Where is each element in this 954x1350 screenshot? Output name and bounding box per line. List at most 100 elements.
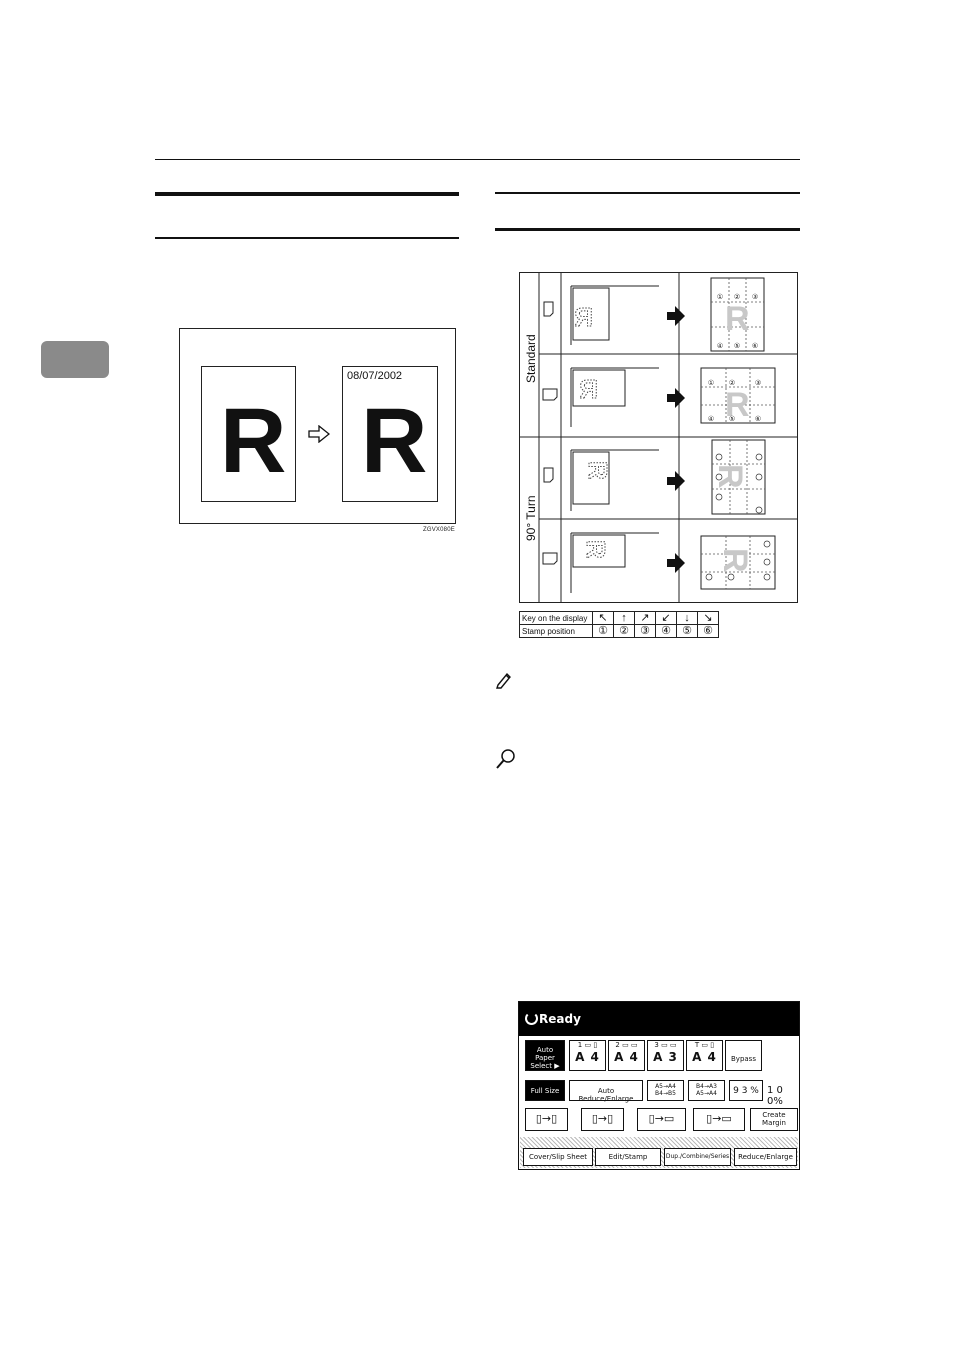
create-margin-button[interactable]: Create Margin bbox=[750, 1108, 798, 1131]
stamped-sheet: 08/07/2002 R bbox=[342, 366, 438, 502]
svg-text:④: ④ bbox=[708, 415, 714, 423]
section-rule-left-bottom bbox=[155, 237, 459, 239]
auto-paper-label: Auto Paper Select ▶ bbox=[530, 1046, 560, 1070]
position-2: ② bbox=[613, 624, 635, 638]
svg-text:②: ② bbox=[729, 379, 735, 387]
key-row: Key on the display ↖ ↑ ↗ ↙ ↓ ↘ bbox=[519, 611, 719, 625]
svg-text:③: ③ bbox=[752, 293, 758, 301]
svg-text:R: R bbox=[581, 540, 611, 559]
svg-text:R: R bbox=[711, 464, 749, 489]
tab-edit-stamp[interactable]: Edit/Stamp bbox=[595, 1148, 661, 1166]
combine-1-to-2-button[interactable]: ▯→▭ bbox=[637, 1108, 686, 1131]
tab-dup-combine-series[interactable]: Dup./Combine/Series bbox=[664, 1148, 731, 1166]
svg-text:②: ② bbox=[734, 293, 740, 301]
stamp-position-table: R R R R R bbox=[519, 272, 798, 603]
status-text: Ready bbox=[539, 1012, 581, 1026]
section-rule-right-bottom bbox=[495, 228, 800, 231]
key-position-table: Key on the display ↖ ↑ ↗ ↙ ↓ ↘ Stamp pos… bbox=[519, 611, 719, 638]
key-up-right: ↗ bbox=[634, 611, 656, 625]
tray-1-size: A 4 bbox=[575, 1050, 600, 1064]
svg-text:④: ④ bbox=[717, 342, 723, 350]
position-6: ⑥ bbox=[697, 624, 719, 638]
row-label-90-turn: 90° Turn bbox=[524, 495, 538, 542]
svg-text:R: R bbox=[725, 386, 750, 424]
chapter-tab-marker bbox=[41, 341, 109, 378]
svg-text:R: R bbox=[716, 548, 754, 573]
svg-text:⑤: ⑤ bbox=[734, 342, 740, 350]
key-row-label: Key on the display bbox=[519, 611, 593, 625]
position-5: ⑤ bbox=[676, 624, 698, 638]
auto-reduce-enlarge-button[interactable]: Auto Reduce/Enlarge bbox=[569, 1080, 643, 1103]
combine-2-to-4-button[interactable]: ▯→▭ bbox=[693, 1108, 745, 1131]
auto-reduce-enlarge-label: Auto Reduce/Enlarge bbox=[578, 1087, 634, 1103]
position-1: ① bbox=[592, 624, 614, 638]
tray-1-number: 1 bbox=[577, 1041, 583, 1049]
stamp-illustration: R 08/07/2002 R bbox=[179, 328, 456, 524]
page-header-rule bbox=[155, 159, 800, 160]
key-down-right: ↘ bbox=[697, 611, 719, 625]
note-pencil-icon bbox=[496, 672, 511, 689]
full-size-button[interactable]: Full Size bbox=[525, 1080, 565, 1101]
tray-1-button[interactable]: 1 ▭ ▯ A 4 bbox=[569, 1040, 606, 1071]
reference-magnifier-icon bbox=[496, 749, 515, 769]
auto-paper-select-button[interactable]: Auto Paper Select ▶ bbox=[525, 1040, 565, 1071]
svg-text:R: R bbox=[579, 374, 598, 404]
figure-code: ZGVX080E bbox=[423, 527, 455, 533]
tray-2-number: 2 bbox=[615, 1041, 620, 1049]
tray-t-number: T bbox=[694, 1041, 700, 1049]
preset-ratio-2-label: B4→A3 A5→A4 bbox=[696, 1083, 717, 1097]
create-margin-label: Create Margin bbox=[762, 1111, 786, 1127]
svg-text:③: ③ bbox=[755, 379, 761, 387]
preset-ratio-3-label: 9 3 % bbox=[733, 1086, 759, 1096]
svg-text:R: R bbox=[725, 300, 750, 338]
tab-cover-slip-sheet[interactable]: Cover/Slip Sheet bbox=[523, 1148, 593, 1166]
arrow-right-icon bbox=[308, 425, 330, 443]
tab-reduce-enlarge[interactable]: Reduce/Enlarge bbox=[734, 1148, 797, 1166]
preset-ratio-1-label: A5→A4 B4→B5 bbox=[655, 1083, 676, 1097]
key-up: ↑ bbox=[613, 611, 635, 625]
bypass-label: Bypass bbox=[731, 1055, 756, 1063]
svg-text:⑥: ⑥ bbox=[752, 342, 758, 350]
position-row: Stamp position ① ② ③ ④ ⑤ ⑥ bbox=[519, 624, 719, 638]
tray-2-button[interactable]: 2 ▭ ▭ A 4 bbox=[608, 1040, 645, 1071]
svg-text:⑤: ⑤ bbox=[729, 415, 735, 423]
svg-text:R: R bbox=[583, 461, 613, 480]
section-rule-right-top bbox=[495, 192, 800, 194]
svg-text:①: ① bbox=[708, 379, 714, 387]
section-rule-left-top bbox=[155, 192, 459, 196]
svg-text:R: R bbox=[574, 302, 593, 332]
svg-text:①: ① bbox=[717, 293, 723, 301]
tab-reduce-enlarge-label: Reduce/Enlarge bbox=[738, 1153, 793, 1161]
duplex-2-to-2-button[interactable]: ▯→▯ bbox=[581, 1108, 624, 1131]
stamped-letter: R bbox=[361, 390, 428, 492]
tray-t-button[interactable]: T ▭ ▯ A 4 bbox=[686, 1040, 723, 1071]
preset-ratio-2-button[interactable]: B4→A3 A5→A4 bbox=[688, 1080, 725, 1101]
preset-ratio-1-button[interactable]: A5→A4 B4→B5 bbox=[647, 1080, 684, 1101]
tray-2-size: A 4 bbox=[614, 1050, 639, 1064]
position-3: ③ bbox=[634, 624, 656, 638]
stamp-position-diagram: R R R R R bbox=[519, 272, 798, 603]
key-down: ↓ bbox=[676, 611, 698, 625]
original-letter: R bbox=[220, 390, 287, 492]
row-label-standard: Standard bbox=[524, 334, 538, 383]
bypass-button[interactable]: Bypass bbox=[725, 1040, 762, 1071]
tray-t-size: A 4 bbox=[692, 1050, 717, 1064]
tab-edit-stamp-label: Edit/Stamp bbox=[608, 1153, 648, 1161]
position-4: ④ bbox=[655, 624, 677, 638]
tray-3-number: 3 bbox=[654, 1041, 659, 1049]
tab-cover-slip-sheet-label: Cover/Slip Sheet bbox=[528, 1153, 588, 1161]
ratio-display: 1 0 0% bbox=[767, 1085, 783, 1107]
key-down-left: ↙ bbox=[655, 611, 677, 625]
original-sheet: R bbox=[201, 366, 296, 502]
tray-3-button[interactable]: 3 ▭ ▭ A 3 bbox=[647, 1040, 684, 1071]
tab-dup-combine-series-label: Dup./Combine/Series bbox=[665, 1153, 730, 1160]
date-stamp: 08/07/2002 bbox=[347, 370, 403, 382]
key-up-left: ↖ bbox=[592, 611, 614, 625]
ready-icon bbox=[525, 1012, 538, 1025]
position-row-label: Stamp position bbox=[519, 624, 593, 638]
duplex-1-to-2-button[interactable]: ▯→▯ bbox=[525, 1108, 568, 1131]
tray-3-size: A 3 bbox=[653, 1050, 678, 1064]
preset-ratio-3-button[interactable]: 9 3 % bbox=[729, 1080, 763, 1101]
status-bar: Ready bbox=[519, 1002, 799, 1036]
full-size-label: Full Size bbox=[530, 1087, 560, 1095]
